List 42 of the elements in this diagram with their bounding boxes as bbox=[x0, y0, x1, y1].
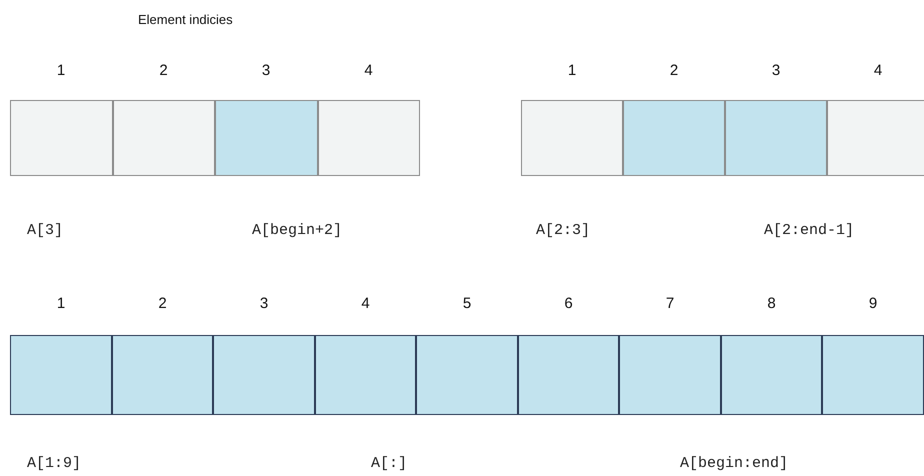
index-number: 3 bbox=[262, 62, 270, 79]
index-expression: A[2:3] bbox=[536, 222, 590, 239]
index-number: 4 bbox=[874, 62, 882, 79]
index-number: 6 bbox=[564, 295, 573, 312]
index-number: 8 bbox=[767, 295, 776, 312]
array-cell bbox=[623, 100, 725, 176]
array-cell bbox=[827, 100, 924, 176]
array-cell bbox=[725, 100, 827, 176]
index-number: 1 bbox=[568, 62, 576, 79]
index-number: 4 bbox=[361, 295, 370, 312]
array-cell bbox=[10, 100, 112, 176]
array-cell bbox=[416, 335, 518, 415]
index-number: 5 bbox=[462, 295, 472, 312]
array-cell bbox=[314, 335, 416, 415]
index-number: 9 bbox=[868, 295, 878, 312]
index-expression: A[:] bbox=[371, 455, 408, 472]
index-number: 2 bbox=[159, 62, 168, 79]
index-number: 3 bbox=[772, 62, 780, 79]
array-cell bbox=[213, 335, 314, 415]
array-cell bbox=[215, 100, 318, 176]
index-expression: A[begin+2] bbox=[252, 222, 342, 239]
array-cell bbox=[619, 335, 720, 415]
index-number: 3 bbox=[260, 295, 268, 312]
array-cell bbox=[720, 335, 822, 415]
index-number: 1 bbox=[56, 295, 66, 312]
index-number: 4 bbox=[364, 62, 373, 79]
index-expression: A[1:9] bbox=[27, 455, 82, 472]
array-cell bbox=[521, 100, 623, 176]
index-number: 1 bbox=[56, 62, 66, 79]
array-cell bbox=[518, 335, 619, 415]
index-expression: A[3] bbox=[27, 222, 64, 239]
array-cell bbox=[112, 100, 215, 176]
index-number: 7 bbox=[666, 295, 674, 312]
array-cell bbox=[318, 100, 420, 176]
index-expression: A[begin:end] bbox=[680, 455, 788, 472]
index-number: 2 bbox=[670, 62, 678, 79]
index-number: 2 bbox=[158, 295, 167, 312]
array-cell bbox=[822, 335, 924, 415]
index-expression: A[2:end-1] bbox=[764, 222, 854, 239]
heading: Element indicies bbox=[138, 12, 233, 27]
array-cell bbox=[112, 335, 213, 415]
array-cell bbox=[10, 335, 112, 415]
